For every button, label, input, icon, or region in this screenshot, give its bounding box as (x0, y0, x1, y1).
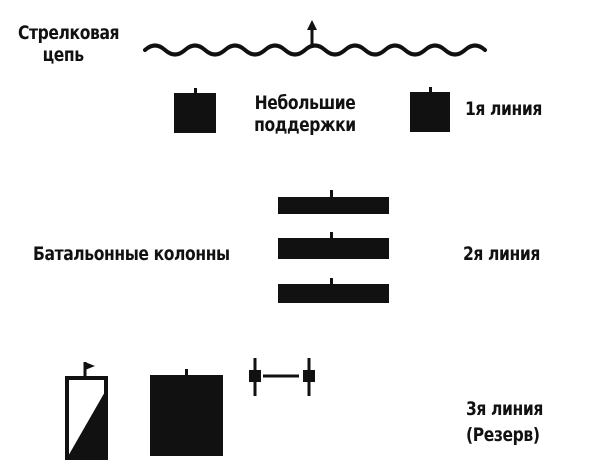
first-line-label: 1я линия (465, 98, 543, 120)
supports-label-line1: Небольшие (254, 92, 356, 114)
supports-label: Небольшие поддержки (252, 92, 359, 136)
third-line-label: 3я линия (Резерв) (466, 398, 543, 446)
support-block-left-tick (194, 88, 197, 94)
support-block-left (174, 93, 216, 133)
support-block-right (410, 92, 450, 132)
skirmish-line-wave (143, 43, 487, 57)
reserve-standard-diagonal-fill (67, 390, 106, 458)
artillery-left-piece (249, 370, 261, 382)
battalion-column-1 (278, 197, 389, 214)
third-line-label-line1: 3я линия (466, 398, 544, 420)
skirmish-line-label-line2: цепь (42, 44, 85, 66)
skirmish-line-flag-tip (307, 20, 317, 30)
battalion-column-2 (278, 238, 389, 259)
reserve-block-mark (185, 369, 188, 376)
reserve-standard-symbol (65, 362, 108, 460)
artillery-symbol (249, 358, 315, 396)
skirmish-line-symbol (143, 20, 487, 57)
second-line-label: 2я линия (463, 243, 541, 265)
reserve-standard-flag (85, 362, 95, 370)
artillery-right-piece (303, 370, 315, 382)
supports-label-line2: поддержки (254, 114, 356, 136)
skirmish-line-label-line1: Стрелковая (18, 22, 120, 44)
reserve-label: (Резерв) (466, 424, 540, 446)
battalion-column-3 (278, 284, 389, 303)
reserve-block (150, 375, 223, 456)
battalion-column-1-mark (330, 190, 333, 198)
support-block-right-tick (429, 87, 432, 93)
battalion-columns-label: Батальонные колонны (33, 243, 230, 265)
battalion-column-2-mark (330, 232, 333, 239)
battalion-column-3-mark (330, 278, 333, 285)
skirmish-line-label: Стрелковая цепь (18, 22, 120, 66)
